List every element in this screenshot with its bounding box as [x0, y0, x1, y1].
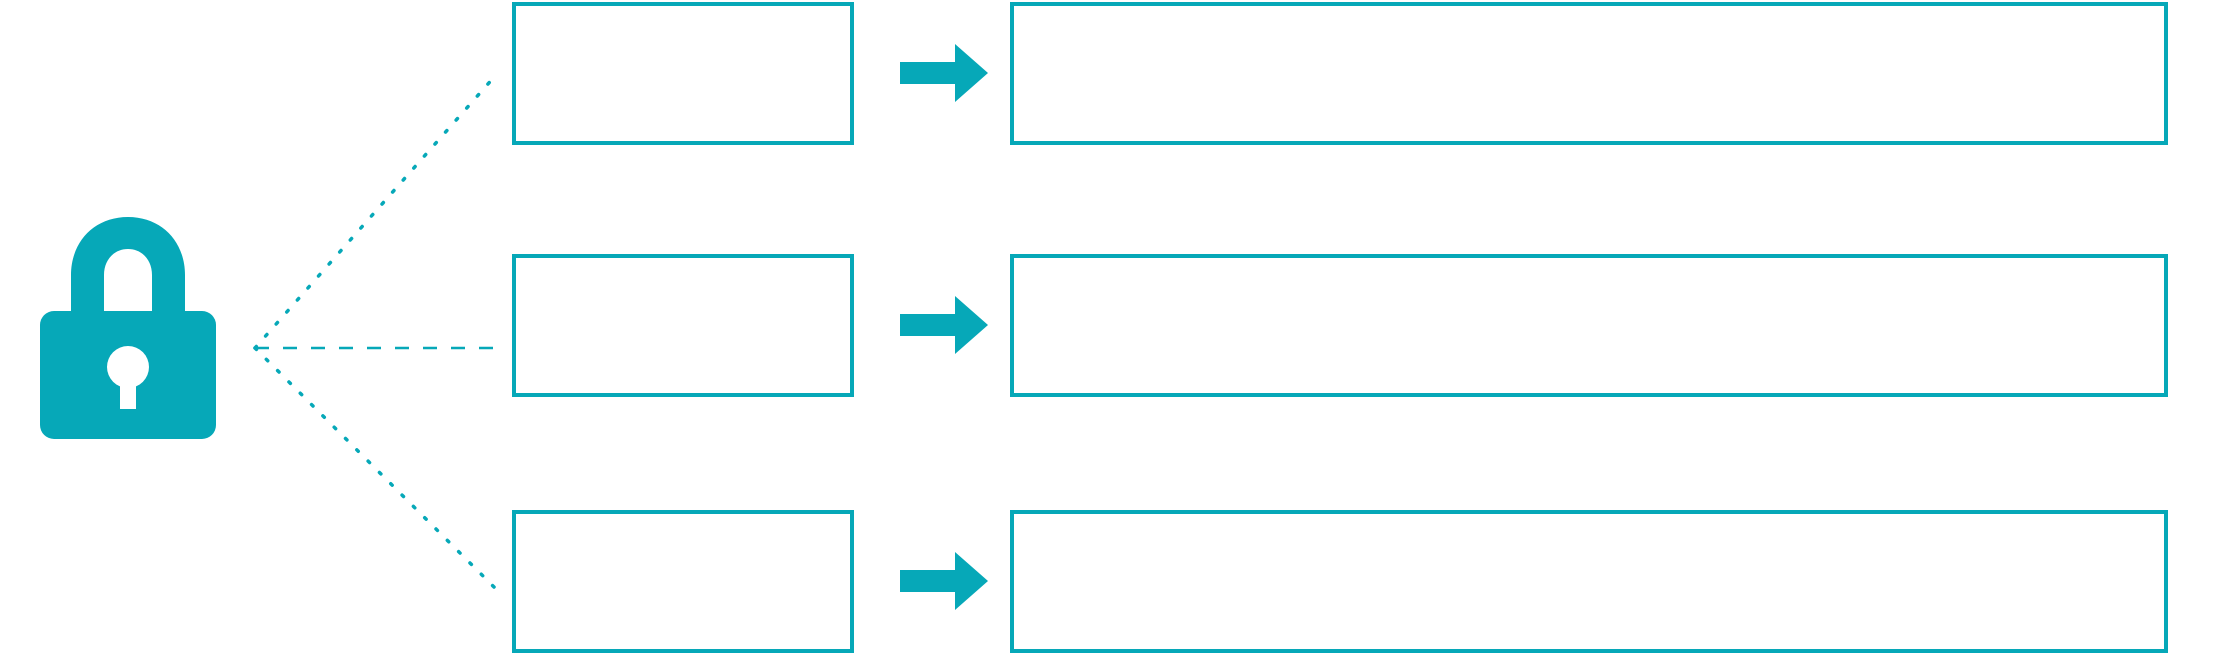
left-box-label — [516, 258, 850, 278]
right-box[interactable] — [1010, 2, 2168, 145]
arrow-right-icon — [900, 296, 988, 354]
lock-icon — [38, 215, 218, 440]
flow-row — [0, 0, 2229, 208]
flow-row — [0, 508, 2229, 655]
right-box[interactable] — [1010, 510, 2168, 653]
arrow-right-icon — [900, 552, 988, 610]
right-box-label — [1014, 514, 2164, 534]
right-box-label — [1014, 6, 2164, 26]
right-box-label — [1014, 258, 2164, 278]
left-box-label — [516, 514, 850, 534]
left-box[interactable] — [512, 510, 854, 653]
left-box[interactable] — [512, 2, 854, 145]
left-box-label — [516, 6, 850, 26]
arrow-right-icon — [900, 44, 988, 102]
left-box[interactable] — [512, 254, 854, 397]
flow-row — [0, 252, 2229, 460]
right-box[interactable] — [1010, 254, 2168, 397]
